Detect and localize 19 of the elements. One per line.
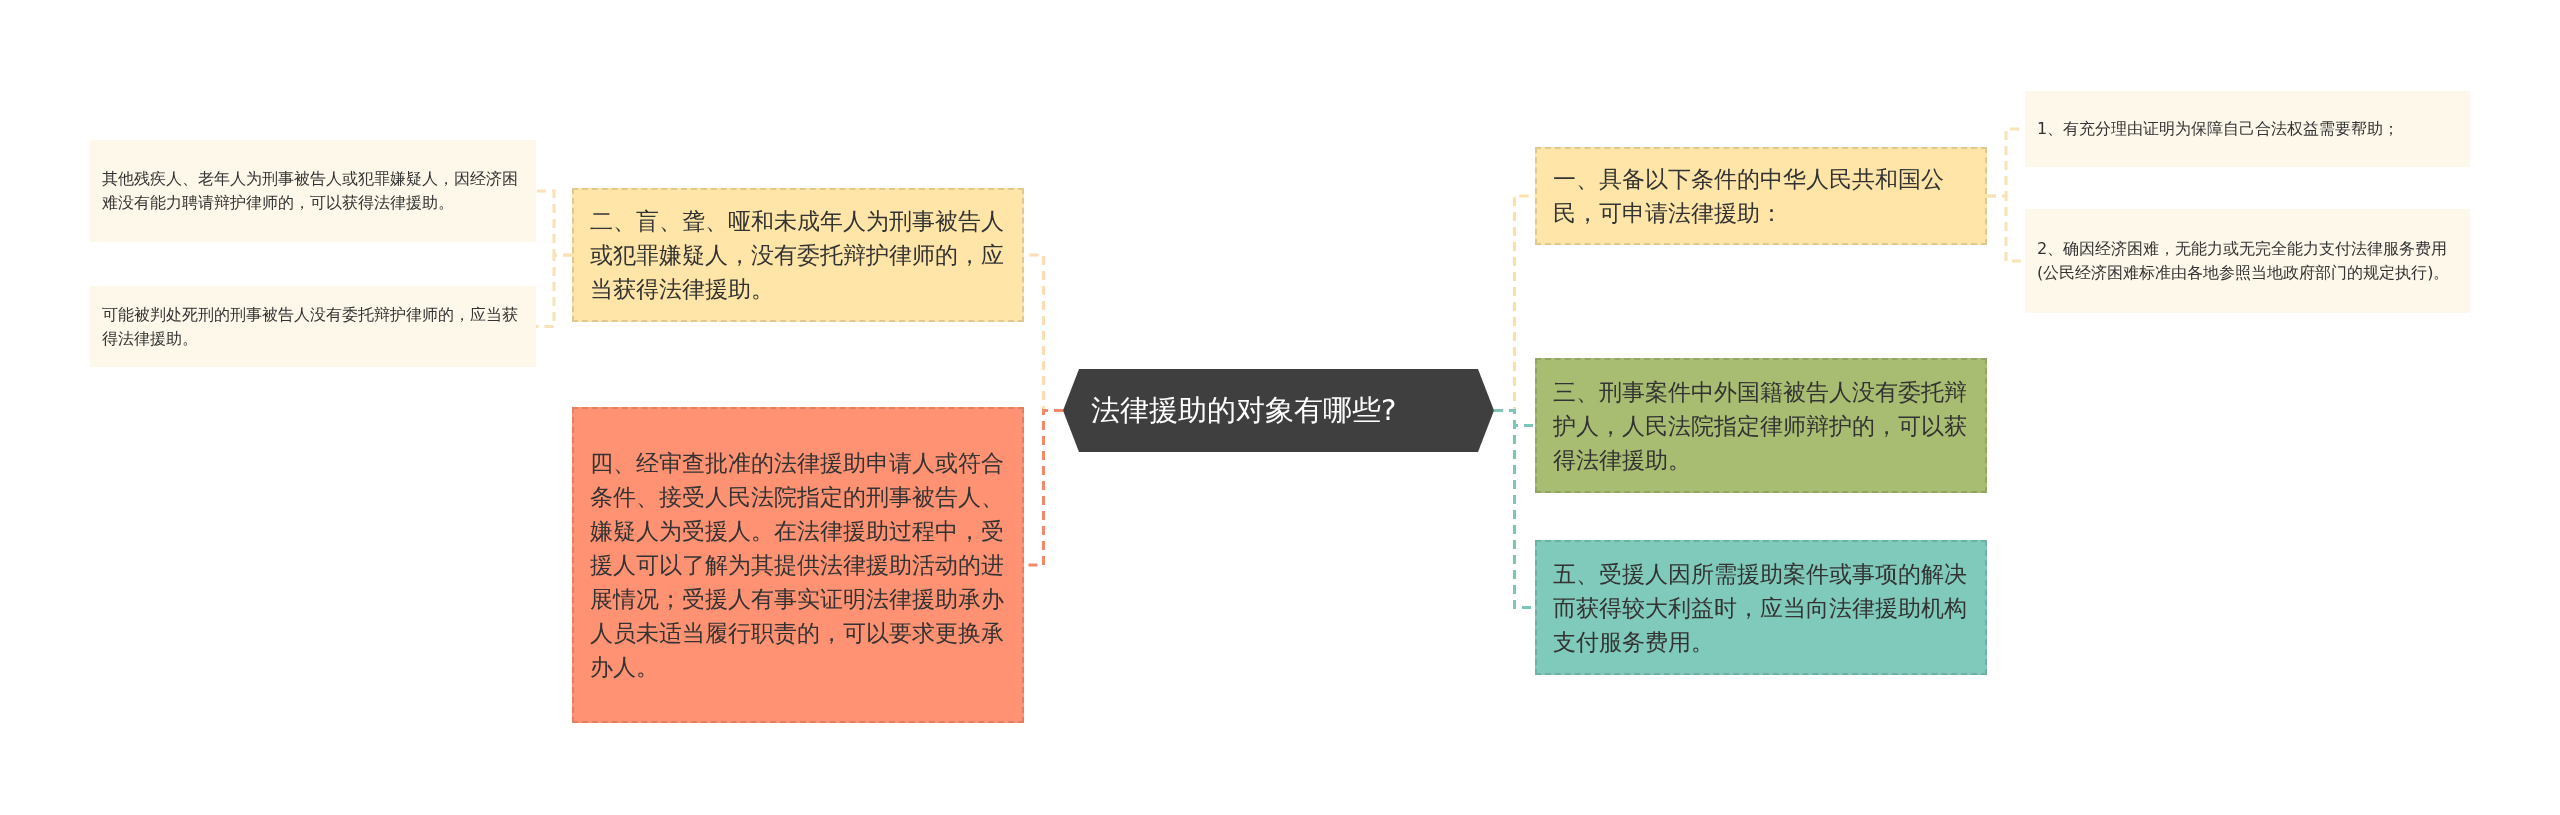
topic-box	[1535, 358, 1987, 493]
topic-box	[572, 407, 1024, 723]
topic-text: 1、有充分理由证明为保障自己合法权益需要帮助；	[2037, 118, 2400, 140]
topic-box	[572, 188, 1024, 322]
topic-box	[1535, 540, 1987, 675]
topic-title: 法律援助的对象有哪些?	[1090, 391, 1397, 429]
topic-text: 二、盲、聋、哑和未成年人为刑事被告人或犯罪嫌疑人，没有委托辩护律师的，应当获得法律援助。	[590, 207, 1005, 304]
topic-hexagon	[1063, 369, 1494, 452]
subtopic-box	[90, 140, 536, 242]
subtopic-box	[90, 286, 536, 367]
topic-text: 五、受援人因所需援助案件或事项的解决而获得较大利益时，应当向法律援助机构支付服务费用。	[1553, 559, 1968, 657]
topic-text: 可能被判处死刑的刑事被告人没有委托辩护律师的，应当获得法律援助。	[102, 303, 519, 350]
topic-text: 一、具备以下条件的中华人民共和国公民，可申请法律援助：	[1553, 165, 1945, 228]
topic-text: 2、确因经济困难，无能力或无完全能力支付法律服务费用(公民经济困难标准由各地参照当地政府部门的规定执行)。	[2037, 238, 2451, 284]
topic-text: 其他残疾人、老年人为刑事被告人或犯罪嫌疑人，因经济困难没有能力聘请辩护律师的，可以获得法律援助。	[102, 168, 519, 214]
connector-line	[536, 253, 572, 328]
topic-text: 四、经审查批准的法律援助申请人或符合条件、接受人民法院指定的刑事被告人、嫌疑人为受援人。在法律援助过程中，受援人可以了解为其提供法律援助活动的进展情况；受援人有事实证明法律援助承办人员未适当履行职责的，可以要求更换承办人。	[590, 449, 1005, 682]
topic-text: 三、刑事案件中外国籍被告人没有委托辩护人，人民法院指定律师辩护的，可以获得法律援助。	[1553, 377, 1968, 475]
topic-box	[1535, 147, 1987, 245]
